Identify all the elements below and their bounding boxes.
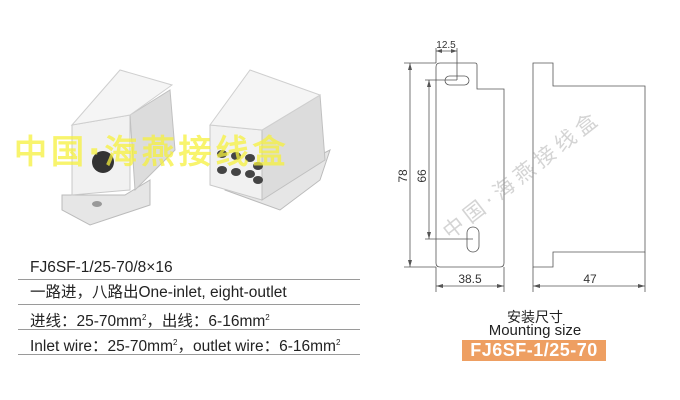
spec-wire-en: Inlet wire：25-70mm2，outlet wire：6-16mm2: [18, 330, 360, 355]
eight-outlet-block: [209, 69, 331, 211]
spec-config: 一路进，八路出One-inlet, eight-outlet: [18, 280, 360, 305]
bottom-slot: [466, 226, 480, 253]
text: ，outlet wire：6-16mm: [177, 338, 336, 356]
model-badge: FJ6SF-1/25-70: [462, 340, 606, 361]
caption-cn: 安装尺寸: [507, 310, 563, 326]
dimension-lines: [409, 50, 645, 287]
sup: 2: [141, 313, 147, 322]
single-inlet-block: [61, 69, 176, 226]
text: Inlet wire：25-70mm: [30, 338, 173, 356]
watermark: 中国·海燕接线盒: [14, 132, 290, 171]
extension-lines: [404, 48, 646, 292]
text: ，出线：6-16mm: [146, 313, 266, 331]
dim-47: 47: [583, 272, 597, 286]
dim-78: 78: [396, 169, 410, 183]
front-plate-outline: [435, 62, 505, 268]
dim-66: 66: [415, 169, 429, 183]
sup: 2: [173, 338, 178, 347]
sup: 2: [335, 338, 341, 347]
sup: 2: [265, 313, 270, 322]
spec-model: FJ6SF-1/25-70/8×16: [18, 255, 360, 280]
drawing-watermark: 中国·海燕接线盒: [438, 106, 605, 244]
product-photo: [61, 69, 331, 226]
text: 进线：25-70mm: [30, 313, 142, 331]
dim-12-5: 12.5: [436, 40, 456, 51]
caption-en: Mounting size: [488, 322, 582, 339]
spec-wire-cn: 进线：25-70mm2，出线：6-16mm2: [18, 305, 360, 330]
dim-38-5: 38.5: [458, 272, 482, 286]
